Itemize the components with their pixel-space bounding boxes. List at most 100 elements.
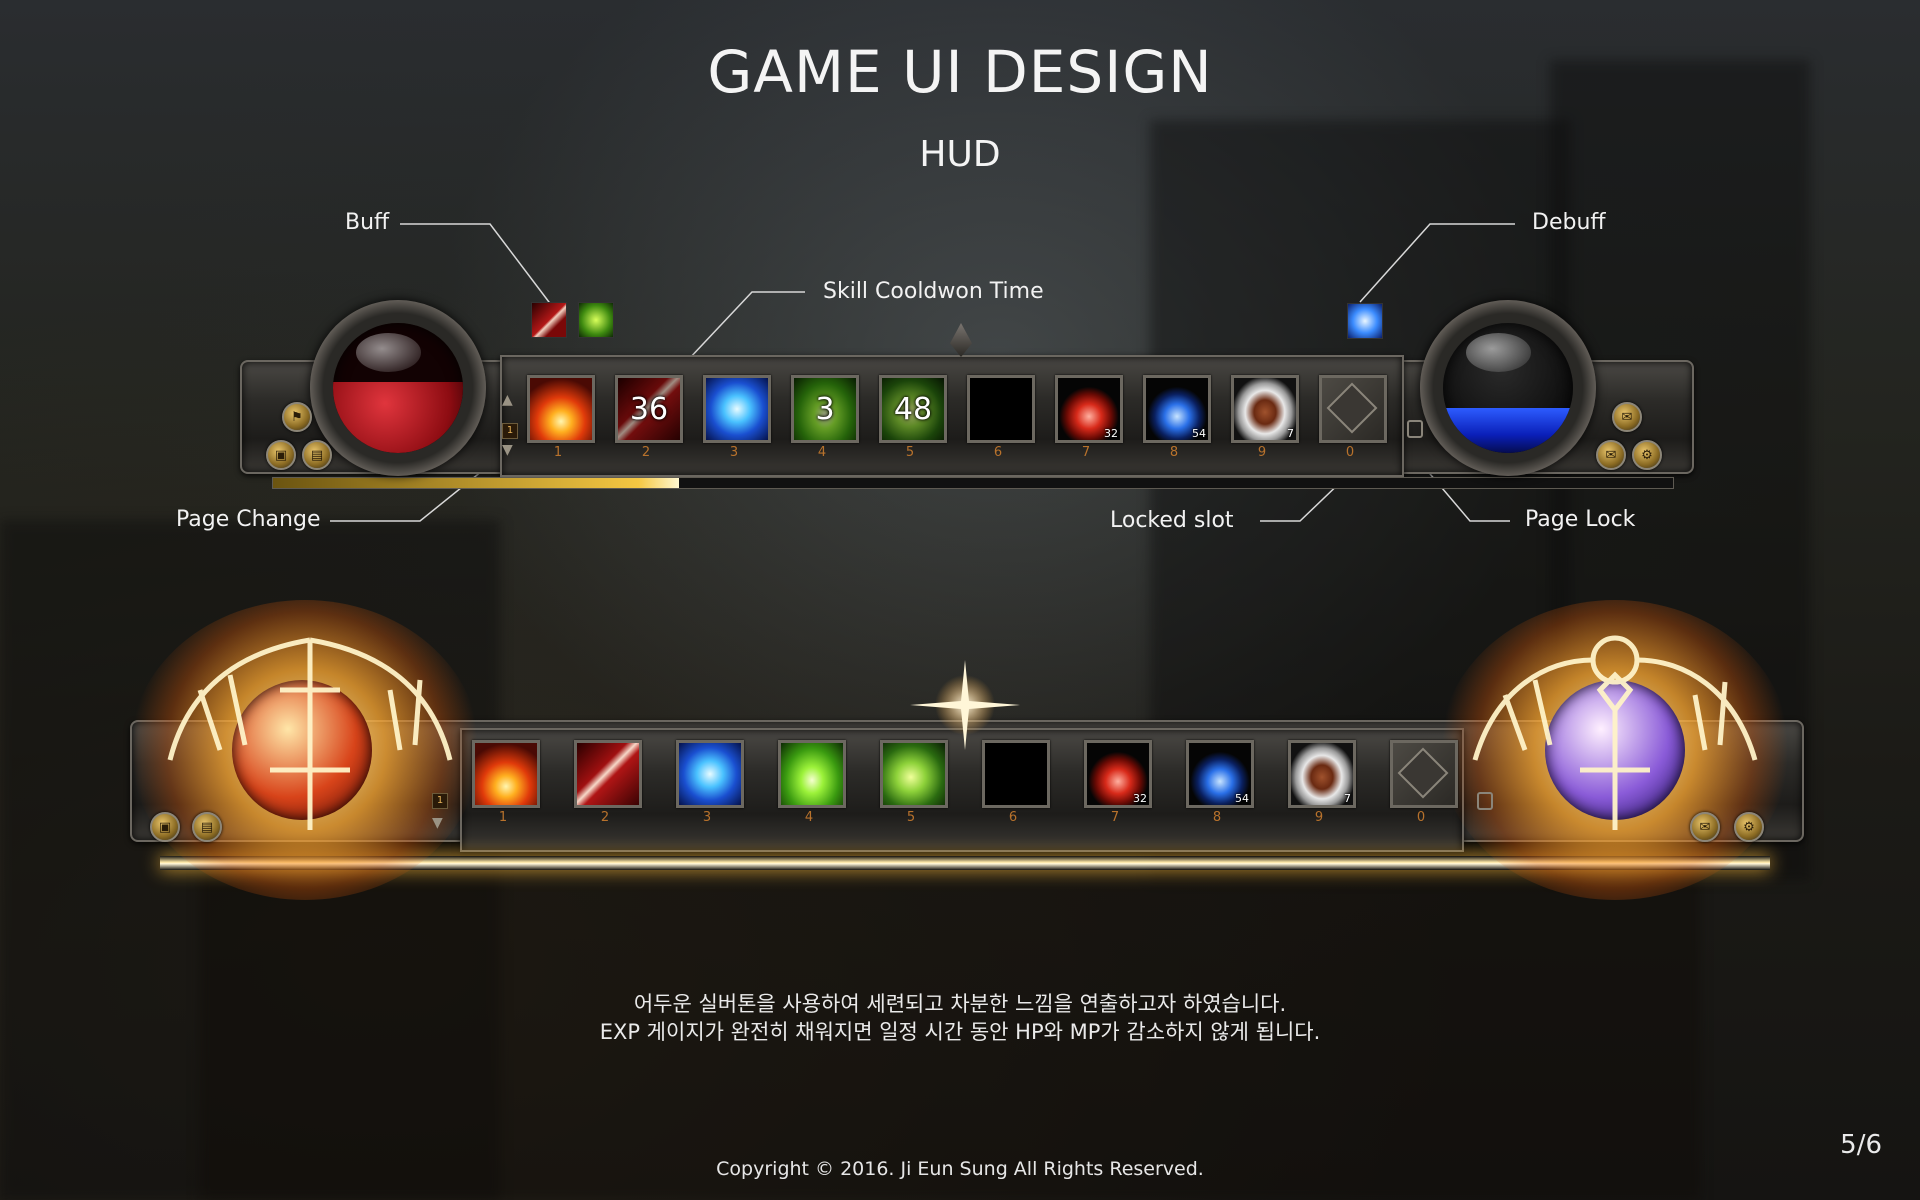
skillbook-button-golden[interactable]: ▤ [192, 812, 222, 842]
hotbar-keybind-label: 7 [1081, 445, 1091, 460]
blue-potion-icon [1146, 378, 1208, 440]
settings-button[interactable]: ⚙ [1632, 440, 1662, 470]
mail-button[interactable]: ✉ [1596, 440, 1626, 470]
hotbar-slot-6[interactable] [967, 375, 1035, 443]
hotbar-slot-0[interactable] [1319, 375, 1387, 443]
description-line-2: EXP 게이지가 완전히 채워지면 일정 시간 동안 HP와 MP가 감소하지 … [599, 1020, 1321, 1044]
golden-hotbar-keybind-label: 2 [600, 810, 610, 825]
sparkle-icon [910, 660, 1020, 750]
hotbar-slot-8[interactable]: 54 [1143, 375, 1211, 443]
green-light-icon [781, 743, 843, 805]
page-change-callout: Page Change [176, 507, 321, 532]
page-title: GAME UI DESIGN [707, 38, 1213, 106]
hp-orb [333, 323, 463, 453]
cooldown-timer: 36 [618, 378, 680, 440]
hotbar-keybind-label: 0 [1345, 445, 1355, 460]
green-light-icon [794, 378, 856, 440]
red-potion-icon [1058, 378, 1120, 440]
item-count: 32 [1133, 792, 1147, 805]
hotbar-keybind-label: 9 [1257, 445, 1267, 460]
empty-slot [970, 378, 1032, 440]
ice-boot-icon [679, 743, 741, 805]
hotbar-slot-9[interactable]: 7 [1231, 375, 1299, 443]
buff-callout: Buff [345, 210, 390, 235]
blue-potion-icon [1189, 743, 1251, 805]
empty-slot [985, 743, 1047, 805]
skill-cooldown-callout: Skill Cooldwon Time [823, 279, 1044, 304]
hotbar-slot-3[interactable] [703, 375, 771, 443]
hotbar-keybind-label: 2 [641, 445, 651, 460]
hotbar-slot-4[interactable]: 3 [791, 375, 859, 443]
mp-golden-wings [1472, 635, 1758, 830]
ice-boot-icon [706, 378, 768, 440]
hp-liquid [333, 381, 463, 453]
golden-hotbar-slot-3[interactable] [676, 740, 744, 808]
hotbar-keybind-label: 4 [817, 445, 827, 460]
mail-button-golden[interactable]: ✉ [1690, 812, 1720, 842]
locked-slot-callout: Locked slot [1110, 508, 1234, 533]
quest-button[interactable]: ✉ [1612, 402, 1642, 432]
settings-button-golden[interactable]: ⚙ [1734, 812, 1764, 842]
hotbar-slot-1[interactable] [527, 375, 595, 443]
item-count: 32 [1104, 427, 1118, 440]
golden-hotbar-slot-8[interactable]: 54 [1186, 740, 1254, 808]
page-subtitle: HUD [919, 134, 1001, 175]
hotbar-slot-5[interactable]: 48 [879, 375, 947, 443]
golden-hotbar-keybind-label: 0 [1416, 810, 1426, 825]
hotbar-slot-2[interactable]: 36 [615, 375, 683, 443]
hotbar-keybind-label: 5 [905, 445, 915, 460]
page-number-golden: 1 [432, 793, 448, 809]
character-button[interactable]: ⚑ [282, 402, 312, 432]
page-lock-icon[interactable] [1407, 420, 1423, 438]
copyright-text: Copyright © 2016. Ji Eun Sung All Rights… [716, 1158, 1204, 1180]
debuff-lightning-icon[interactable] [1347, 303, 1383, 339]
steak-plate-icon [1291, 743, 1353, 805]
nature-bow-icon [883, 743, 945, 805]
buff-nature-icon[interactable] [578, 302, 614, 338]
fire-burst-icon [530, 378, 592, 440]
skillbook-button[interactable]: ▤ [302, 440, 332, 470]
golden-hotbar-slot-4[interactable] [778, 740, 846, 808]
page-number: 1 [502, 423, 518, 439]
blade-slash-icon [577, 743, 639, 805]
page-up-arrow-icon[interactable]: ▲ [502, 392, 513, 408]
fire-burst-icon [475, 743, 537, 805]
inventory-button-golden[interactable]: ▣ [150, 812, 180, 842]
golden-hotbar-slot-2[interactable] [574, 740, 642, 808]
hotbar-keybind-label: 6 [993, 445, 1003, 460]
page-down-arrow-icon[interactable]: ▼ [502, 442, 513, 458]
hp-golden-wings [167, 637, 453, 830]
debuff-callout: Debuff [1532, 210, 1606, 235]
buff-blade-icon[interactable] [531, 302, 567, 338]
hotbar-keybind-label: 1 [553, 445, 563, 460]
page-down-arrow-golden-icon[interactable]: ▼ [432, 815, 443, 831]
mp-liquid [1443, 407, 1573, 453]
cooldown-timer: 3 [794, 378, 856, 440]
hotbar-keybind-label: 8 [1169, 445, 1179, 460]
mp-orb-shine [1466, 333, 1532, 373]
page-lock-golden-icon[interactable] [1477, 792, 1493, 810]
page-lock-callout: Page Lock [1525, 507, 1636, 532]
item-count: 54 [1192, 427, 1206, 440]
golden-hotbar-slot-9[interactable]: 7 [1288, 740, 1356, 808]
exp-bar [272, 477, 1674, 489]
golden-hotbar-slot-6[interactable] [982, 740, 1050, 808]
hotbar-keybind-label: 3 [729, 445, 739, 460]
golden-hotbar-slot-5[interactable] [880, 740, 948, 808]
golden-hotbar-keybind-label: 5 [906, 810, 916, 825]
hotbar-slot-7[interactable]: 32 [1055, 375, 1123, 443]
page-counter: 5/6 [1840, 1130, 1882, 1160]
golden-hotbar-keybind-label: 1 [498, 810, 508, 825]
golden-hotbar-slot-1[interactable] [472, 740, 540, 808]
item-count: 54 [1235, 792, 1249, 805]
golden-hotbar-keybind-label: 8 [1212, 810, 1222, 825]
inventory-button[interactable]: ▣ [266, 440, 296, 470]
exp-bar-fill [273, 478, 679, 488]
steak-plate-icon [1234, 378, 1296, 440]
golden-hotbar-keybind-label: 7 [1110, 810, 1120, 825]
golden-hotbar-slot-7[interactable]: 32 [1084, 740, 1152, 808]
golden-hotbar-slot-0[interactable] [1390, 740, 1458, 808]
nature-bow-icon [882, 378, 944, 440]
buff-leader-line [400, 223, 556, 311]
